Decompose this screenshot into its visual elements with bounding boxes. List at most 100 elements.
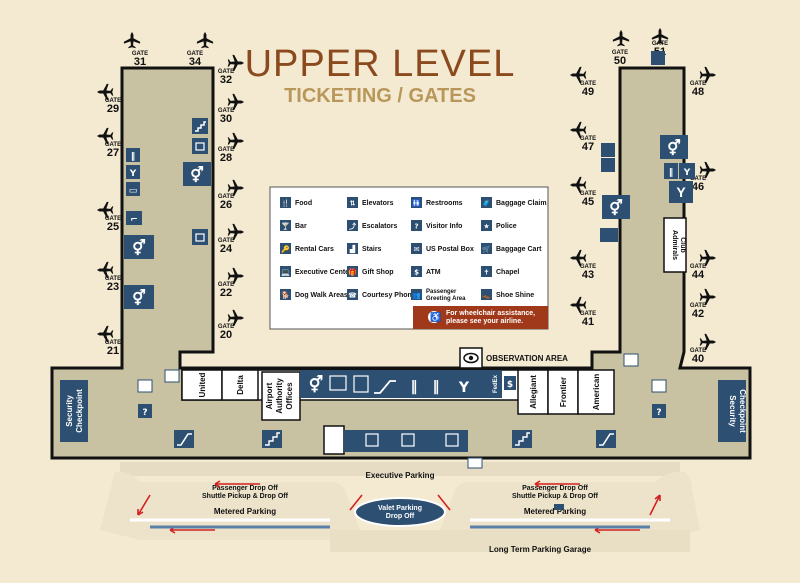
gate-number-23[interactable]: 23 xyxy=(107,281,119,293)
visitor-info-icon-left[interactable] xyxy=(138,404,152,418)
food-icon[interactable] xyxy=(126,148,140,162)
gate-number-26[interactable]: 26 xyxy=(220,199,232,211)
traffic-arrow xyxy=(137,494,151,516)
visitor-info-icon-right[interactable] xyxy=(652,404,666,418)
restrooms-icon[interactable] xyxy=(183,162,211,186)
gift-shop-icon-2[interactable] xyxy=(192,229,208,245)
visitor-info-icon-glyph: ? xyxy=(414,223,418,231)
valet-parking[interactable] xyxy=(354,497,446,527)
security-left-line2: Checkpoint xyxy=(75,389,84,433)
gate-number-46[interactable]: 46 xyxy=(692,181,704,193)
security-checkpoint-right[interactable] xyxy=(718,380,746,442)
airplane-icon xyxy=(123,31,141,49)
legend-label: Bar xyxy=(295,223,307,230)
bar-icon xyxy=(280,220,291,231)
gate-label: GATE xyxy=(690,176,706,182)
gate-label: GATE xyxy=(105,98,121,104)
gate-number-43[interactable]: 43 xyxy=(582,269,594,281)
observation-area[interactable]: OBSERVATION AREA xyxy=(459,347,568,369)
executive-center-icon xyxy=(280,266,291,277)
counter-delta[interactable] xyxy=(221,369,259,401)
gate-number-31[interactable]: 31 xyxy=(134,56,146,68)
executive-center-icon[interactable] xyxy=(126,182,140,196)
food-icon-right[interactable] xyxy=(601,158,615,172)
restrooms-icon-2[interactable] xyxy=(124,235,154,259)
gate-label: GATE xyxy=(690,264,706,270)
restrooms-icon-right[interactable] xyxy=(660,135,688,159)
executive-parking-label: Executive Parking xyxy=(366,471,435,480)
svg-text:?: ? xyxy=(142,408,147,418)
escalators-icon-glyph: ⤴ xyxy=(349,222,357,231)
gate-number-24[interactable]: 24 xyxy=(220,243,233,255)
elevator-icon-right[interactable] xyxy=(601,143,615,157)
phone-icon-right[interactable] xyxy=(623,353,639,367)
gate-number-30[interactable]: 30 xyxy=(220,113,232,125)
airport-authority-line1: Airport xyxy=(265,382,274,409)
traffic-arrow xyxy=(649,494,661,516)
atm-icon-hall[interactable] xyxy=(504,376,516,390)
gate-number-20[interactable]: 20 xyxy=(220,329,232,341)
stairs-icon[interactable] xyxy=(192,118,208,134)
gate-number-40[interactable]: 40 xyxy=(692,353,704,365)
gate-number-44[interactable]: 44 xyxy=(692,269,705,281)
gate-number-47[interactable]: 47 xyxy=(582,141,594,153)
food-icon-hall-2[interactable]: ‖ xyxy=(433,379,440,395)
counter-frontier[interactable] xyxy=(547,369,579,415)
restrooms-icon-3[interactable] xyxy=(124,285,154,309)
security-right-line1: Security xyxy=(728,395,737,427)
gate-number-28[interactable]: 28 xyxy=(220,152,232,164)
gate-number-27[interactable]: 27 xyxy=(107,147,119,159)
gift-shop-icon-hall-1 xyxy=(365,433,379,447)
gate-number-45[interactable]: 45 xyxy=(582,196,594,208)
fedex-box[interactable] xyxy=(486,370,502,398)
bar-icon[interactable] xyxy=(126,165,140,179)
restrooms-icon-right-2[interactable] xyxy=(602,195,630,219)
gate-label: GATE xyxy=(105,216,121,222)
bar-icon-right[interactable] xyxy=(679,163,695,179)
gate-label: GATE xyxy=(218,147,234,153)
gate-number-49[interactable]: 49 xyxy=(582,86,594,98)
legend-label: Stairs xyxy=(362,246,382,253)
gate-number-42[interactable]: 42 xyxy=(692,308,704,320)
gate-number-34[interactable]: 34 xyxy=(189,56,202,68)
atm-icon xyxy=(411,266,422,277)
gate-number-21[interactable]: 21 xyxy=(107,345,119,357)
legend-label: Escalators xyxy=(362,223,398,230)
food-icon-right-2[interactable] xyxy=(664,163,678,179)
counter-allegiant[interactable] xyxy=(517,369,549,415)
restrooms-icon-hall[interactable]: ⚥ xyxy=(309,375,323,394)
security-checkpoint-left[interactable] xyxy=(60,380,88,442)
gate-number-32[interactable]: 32 xyxy=(220,74,232,86)
baggage-claim-icon-glyph: 🧳 xyxy=(482,199,491,208)
gate-number-25[interactable]: 25 xyxy=(107,221,119,233)
elevator-icon-hall[interactable] xyxy=(353,375,369,393)
airline-frontier: Frontier xyxy=(559,377,568,407)
gate-number-22[interactable]: 22 xyxy=(220,287,232,299)
stairs-icon-right[interactable] xyxy=(651,51,665,65)
gift-shop-strip[interactable] xyxy=(344,430,468,452)
gate-number-48[interactable]: 48 xyxy=(692,86,704,98)
counter-united[interactable] xyxy=(181,369,223,401)
shoe-shine-icon[interactable] xyxy=(126,211,142,225)
phone-icon-left[interactable] xyxy=(137,379,153,393)
phone-icon-hall-right[interactable] xyxy=(651,379,667,393)
food-icon-hall[interactable]: ‖ xyxy=(411,379,418,395)
legend-label: Dog Walk Areas xyxy=(295,292,348,299)
gate-number-29[interactable]: 29 xyxy=(107,103,119,115)
bar-icon-right-2[interactable] xyxy=(669,181,693,203)
postal-box-icon[interactable] xyxy=(467,457,483,469)
admirals-club[interactable] xyxy=(663,217,687,273)
passenger-greeting-icon-glyph: 👥 xyxy=(412,292,421,300)
executive-center-icon-hall[interactable] xyxy=(329,375,347,391)
counter-american[interactable] xyxy=(577,369,615,415)
gate-label: GATE xyxy=(218,282,234,288)
gift-shop-icon[interactable] xyxy=(192,138,208,154)
bar-icon-hall[interactable]: Y xyxy=(458,380,470,396)
gate-number-41[interactable]: 41 xyxy=(582,316,594,328)
escalator-icon-hall[interactable] xyxy=(374,380,396,394)
gate-number-50[interactable]: 50 xyxy=(614,55,626,67)
fedex-label: FedEx xyxy=(493,374,499,393)
svg-text:Y: Y xyxy=(676,184,686,200)
phone-icon-hall-left[interactable] xyxy=(164,369,180,383)
shoe-shine-icon-right[interactable] xyxy=(600,228,618,242)
